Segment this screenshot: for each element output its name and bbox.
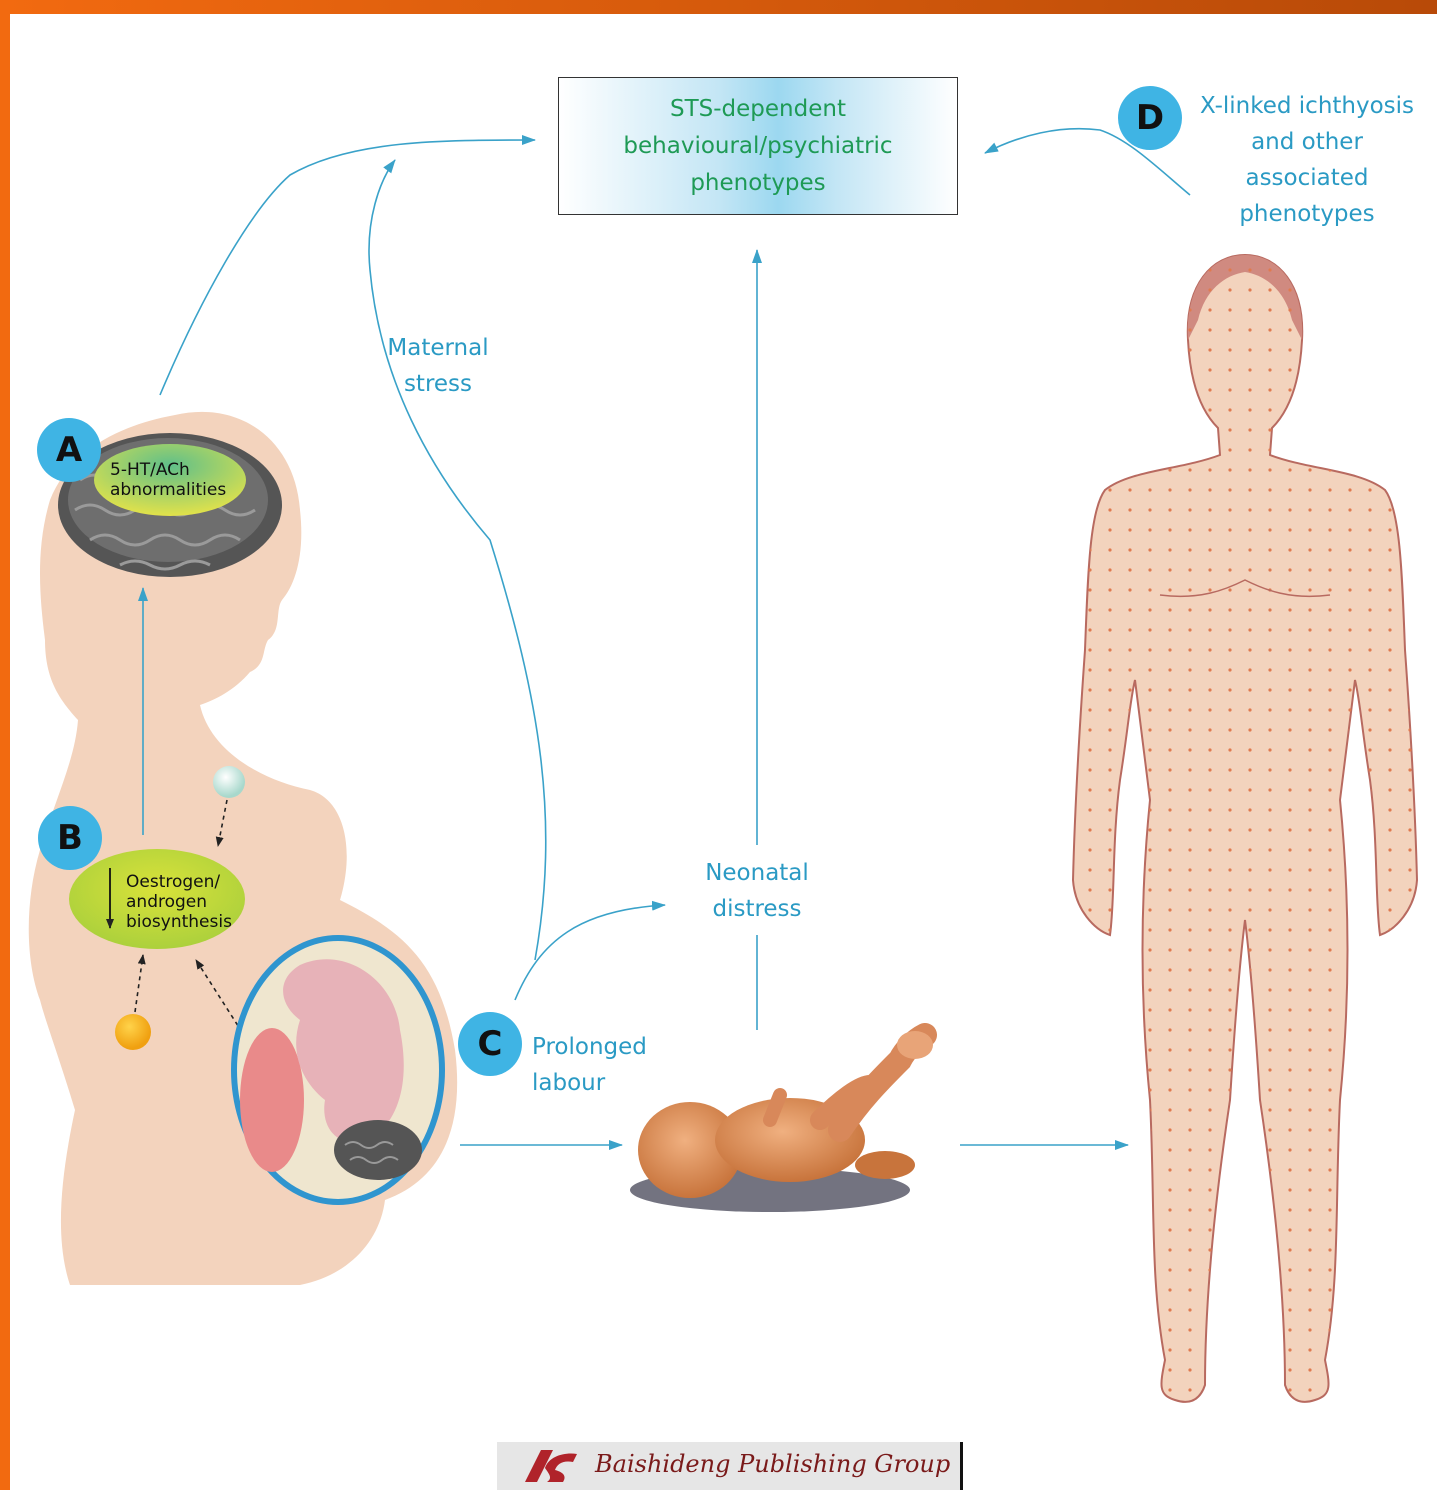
publisher-logo: Baishideng Publishing Group [497, 1442, 963, 1490]
maternal-stress-label: Maternal stress [378, 330, 498, 402]
hormone-label: Oestrogen/ androgen biosynthesis [126, 872, 246, 932]
publisher-logo-text: Baishideng Publishing Group [595, 1450, 950, 1478]
publisher-mark-icon [519, 1446, 583, 1486]
prolonged-labour-label: Prolonged labour [532, 1029, 652, 1101]
neonatal-distress-label: Neonatal distress [692, 855, 822, 927]
badge-c: C [458, 1012, 522, 1076]
adult-male-figure [1073, 255, 1417, 1402]
badge-b: B [38, 806, 102, 870]
sts-phenotype-box: STS-dependent behavioural/psychiatric ph… [558, 77, 958, 215]
baby-graphic [630, 1031, 933, 1212]
steroid-sphere-orange [115, 1014, 151, 1050]
uterus-fetus-graphic [234, 938, 442, 1202]
brain-label: 5-HT/ACh abnormalities [110, 460, 240, 500]
badge-d: D [1118, 86, 1182, 150]
sts-box-text: STS-dependent behavioural/psychiatric ph… [568, 91, 948, 202]
steroid-sphere-pale [213, 766, 245, 798]
badge-a: A [37, 418, 101, 482]
x-linked-label: X-linked ichthyosis and other associated… [1192, 88, 1422, 232]
